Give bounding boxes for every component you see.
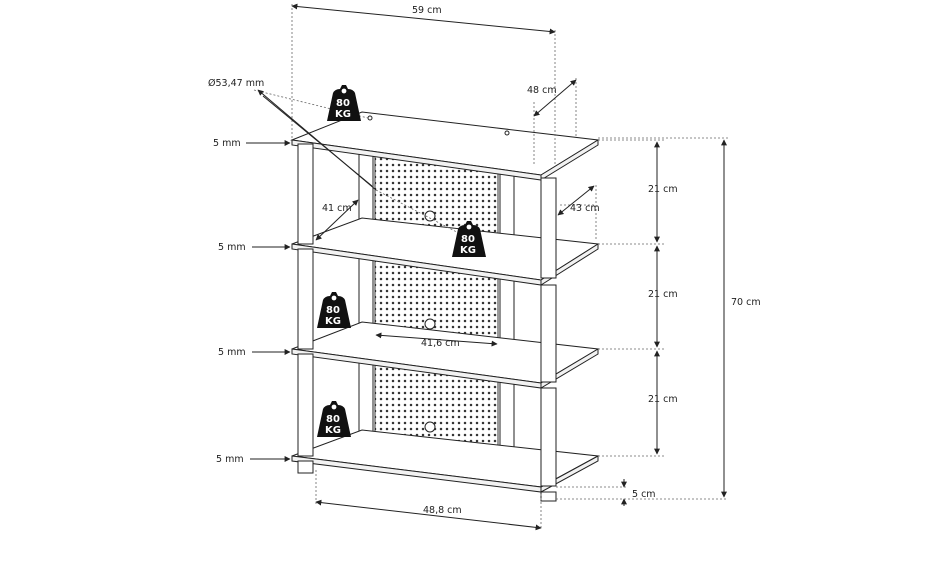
weight-icon: 80 KG <box>452 221 486 257</box>
svg-text:80: 80 <box>326 414 340 425</box>
svg-text:48 cm: 48 cm <box>527 85 557 96</box>
cable-hole <box>424 421 436 433</box>
weight-icon: 80 KG <box>327 85 361 121</box>
svg-text:80: 80 <box>326 305 340 316</box>
dimension-shelf-gaps: 21 cm 21 cm 21 cm <box>598 139 678 457</box>
svg-text:5 mm: 5 mm <box>216 454 244 465</box>
svg-text:80: 80 <box>336 98 350 109</box>
front-left-leg <box>297 143 314 474</box>
svg-text:59 cm: 59 cm <box>412 5 442 16</box>
front-right-leg <box>540 177 557 502</box>
svg-text:43 cm: 43 cm <box>570 203 600 214</box>
svg-text:5 mm: 5 mm <box>213 138 241 149</box>
svg-text:80: 80 <box>461 234 475 245</box>
dimension-total-height: 70 cm <box>556 137 761 500</box>
weight-icon: 80 KG <box>317 292 351 328</box>
dimension-bottom-width: 48,8 cm <box>315 470 542 531</box>
dimension-inner-side: 43 cm <box>557 185 600 240</box>
svg-text:KG: KG <box>335 109 351 120</box>
svg-text:70 cm: 70 cm <box>731 297 761 308</box>
svg-text:KG: KG <box>325 316 341 327</box>
cable-hole <box>424 318 436 330</box>
svg-text:5 mm: 5 mm <box>218 347 246 358</box>
svg-text:5 cm: 5 cm <box>632 489 656 500</box>
dimension-panel-width: 41,6 cm <box>375 332 498 349</box>
dimension-foot-height: 5 cm <box>556 479 656 506</box>
svg-text:21 cm: 21 cm <box>648 184 678 195</box>
back-left-leg <box>358 149 374 449</box>
weight-icon: 80 KG <box>317 401 351 437</box>
svg-text:KG: KG <box>460 245 476 256</box>
glass-thickness-callouts: 5 mm 5 mm 5 mm 5 mm <box>213 138 291 465</box>
svg-text:21 cm: 21 cm <box>648 289 678 300</box>
shelf-unit <box>290 111 600 502</box>
svg-text:21 cm: 21 cm <box>648 394 678 405</box>
svg-text:48,8 cm: 48,8 cm <box>423 505 462 516</box>
dimension-top-depth: 48 cm <box>527 78 577 166</box>
svg-text:KG: KG <box>325 425 341 436</box>
svg-text:Ø53,47 mm: Ø53,47 mm <box>208 78 264 89</box>
svg-text:5 mm: 5 mm <box>218 242 246 253</box>
dimension-inner-depth: 41 cm <box>315 199 359 241</box>
back-right-leg <box>499 167 515 461</box>
svg-text:41,6 cm: 41,6 cm <box>421 338 460 349</box>
cable-hole <box>424 210 436 222</box>
svg-text:41 cm: 41 cm <box>322 203 352 214</box>
